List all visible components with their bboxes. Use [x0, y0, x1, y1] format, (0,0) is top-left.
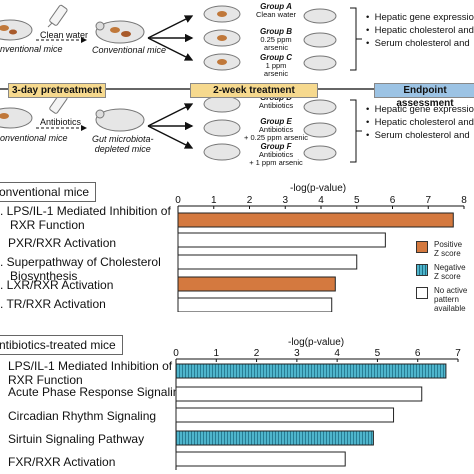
pathway-label: . LXR/RXR Activation: [0, 278, 114, 292]
pathway-label: FXR/RXR Activation: [8, 455, 116, 469]
pathway-label: . TR/RXR Activation: [0, 297, 106, 311]
mouse-icon: [303, 145, 337, 161]
x-tick-label: 0: [173, 348, 179, 359]
antibiotics-mice-bar-chart: 0 1 2 3 4 5 6 7: [173, 348, 461, 470]
mouse-icon: [0, 19, 33, 41]
mouse-icon: [203, 29, 241, 47]
positive-swatch: [416, 241, 428, 253]
mouse-icon: [203, 119, 241, 137]
phase-endpoint: Endpoint assessment: [374, 83, 474, 109]
x-tick-label: 5: [375, 348, 381, 359]
study-design-graphics: [0, 4, 474, 163]
x-tick-label: 7: [455, 348, 461, 359]
x-tick-label: 1: [214, 348, 220, 359]
mouse-icon: [203, 53, 241, 71]
bar-none: [177, 254, 358, 270]
x-tick-label: 6: [390, 195, 396, 206]
x-tick-label: 1: [211, 195, 217, 206]
none-swatch: [416, 287, 428, 299]
pathway-label: LPS/IL-1 Mediated Inhibition of RXR Func…: [8, 359, 173, 387]
x-tick-label: 2: [254, 348, 260, 359]
x-axis-title: -log(p-value): [290, 183, 347, 194]
water-bottle-icon: [47, 4, 68, 28]
x-tick-label: 4: [334, 348, 340, 359]
bar-none: [175, 451, 346, 467]
conventional-mice-label: nventional mice: [0, 44, 63, 54]
bar-none: [177, 232, 386, 248]
bar-positive: [177, 212, 454, 228]
mouse-icon: [303, 55, 337, 71]
x-tick-label: 3: [294, 348, 300, 359]
mouse-icon: [0, 107, 33, 129]
x-tick-label: 4: [318, 195, 324, 206]
conventional-mice-label: onventional mice: [0, 133, 68, 143]
conventional-mice-bar-chart: 0 1 2 3 4 5 6 7 8: [175, 195, 467, 312]
x-tick-label: 3: [282, 195, 288, 206]
bar-positive: [177, 276, 336, 292]
x-tick-label: 6: [415, 348, 421, 359]
negative-swatch: [416, 264, 428, 276]
endpoint-list-top: • Hepatic gene expression • Hepatic chol…: [366, 12, 474, 49]
x-tick-label: 5: [354, 195, 360, 206]
x-tick-label: 0: [175, 195, 181, 206]
antibiotics-label: Antibiotics: [40, 117, 82, 127]
bar-none: [175, 386, 423, 402]
bar-none: [177, 297, 333, 312]
mouse-icon: [303, 32, 337, 48]
mouse-icon: [95, 20, 145, 44]
phase-treatment: 2-week treatment: [190, 83, 318, 98]
pathway-label: Circadian Rhythm Signaling: [8, 409, 157, 423]
pathway-label: . Superpathway of Cholesterol Biosynthes…: [0, 255, 161, 283]
clean-water-label: Clean water: [40, 30, 89, 40]
mouse-icon: [203, 5, 241, 23]
pathway-label: . LPS/IL-1 Mediated Inhibition of RXR Fu…: [0, 204, 171, 232]
pathway-label: Sirtuin Signaling Pathway: [8, 432, 145, 446]
gut-depleted-mice-label: Gut microbiota-depleted mice: [92, 134, 154, 154]
bar-none: [175, 407, 395, 423]
mouse-icon: [203, 143, 241, 161]
mouse-icon: [203, 95, 241, 113]
pathway-label: PXR/RXR Activation: [8, 236, 117, 250]
panel-title: ntibiotics-treated mice: [0, 335, 123, 355]
bar-negative: [175, 430, 374, 446]
x-tick-label: 7: [425, 195, 431, 206]
mouse-icon: [303, 8, 337, 24]
phase-pretreatment: 3-day pretreatment: [8, 83, 106, 98]
conventional-mice-label: Conventional mice: [92, 45, 167, 55]
bar-negative: [175, 363, 447, 379]
mouse-icon: [303, 122, 337, 138]
x-tick-label: 8: [461, 195, 467, 206]
endpoint-list-bottom: • Hepatic gene expression • Hepatic chol…: [366, 104, 474, 141]
mouse-icon: [95, 108, 145, 132]
pathway-label: Acute Phase Response Signaling: [8, 385, 187, 399]
x-axis-title: -log(p-value): [288, 337, 345, 348]
mouse-icon: [303, 99, 337, 115]
x-tick-label: 2: [247, 195, 253, 206]
panel-title: onventional mice: [0, 182, 97, 202]
